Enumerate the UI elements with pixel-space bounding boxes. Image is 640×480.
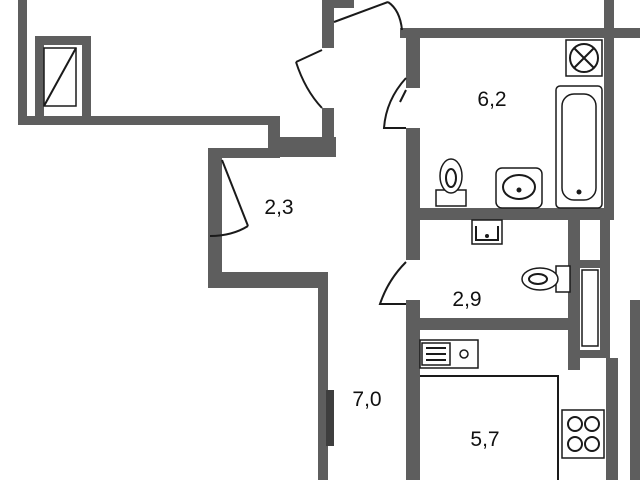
vent-cross-b <box>573 47 595 69</box>
wall-shaft-left-low <box>568 330 580 370</box>
wall-kitchen-left <box>406 330 420 480</box>
door-top-leaf <box>333 1 389 23</box>
burner-1-icon <box>567 416 583 432</box>
wall-corridor-notch <box>326 390 334 446</box>
kitchen-counter <box>420 375 559 480</box>
wall-center-upper <box>322 0 334 48</box>
doors <box>209 1 407 305</box>
wall-bath-top <box>400 28 640 38</box>
area-label-closet: 2,3 <box>264 196 293 219</box>
area-labels: 6,2 2,3 2,9 7,0 5,7 <box>264 88 506 451</box>
bathtub-drain <box>576 189 582 195</box>
shaft <box>581 269 599 347</box>
door-closet-arc <box>209 225 249 237</box>
walls <box>18 0 640 480</box>
wall-closet-top <box>268 137 336 157</box>
wall-left-outer <box>18 0 27 125</box>
door-closet-leaf <box>221 159 249 227</box>
area-label-bathroom: 6,2 <box>477 88 506 111</box>
door-center-arc <box>295 61 323 109</box>
burner-2-icon <box>584 416 600 432</box>
sink-toilet-basin <box>475 226 499 241</box>
wall-toilet-bottom <box>406 318 576 330</box>
area-label-corridor: 7,0 <box>352 388 381 411</box>
bathtub-inner <box>561 93 597 201</box>
wardrobe-diagonal <box>43 47 77 107</box>
wall-top-stub <box>334 0 354 8</box>
wall-niche-right <box>82 36 91 116</box>
burner-3-icon <box>567 436 583 452</box>
door-center-leaf <box>295 49 323 63</box>
wall-outer-right <box>630 300 640 480</box>
burner-4-icon <box>584 436 600 452</box>
kitchen-sink-drain <box>459 349 469 359</box>
door-bath-arc <box>382 77 407 129</box>
wall-closet-top2 <box>208 148 278 158</box>
wall-bath-bottom <box>406 208 610 220</box>
wall-toilet-left <box>406 218 420 260</box>
wall-toilet-right <box>568 218 580 330</box>
wall-shaft-right <box>600 218 610 358</box>
fixtures <box>43 39 605 480</box>
toilet-bowl-wc <box>521 267 559 291</box>
wall-closet-left <box>208 148 222 288</box>
toilet-bowl-bath <box>439 158 463 194</box>
wall-shaft-bottom <box>576 350 610 358</box>
stove <box>561 409 605 459</box>
door-toilet-arc <box>378 261 407 305</box>
vent-fan-icon <box>569 43 599 73</box>
wall-kitchen-right <box>606 358 618 480</box>
wall-top-left-bottom <box>18 116 280 125</box>
wall-center-mid <box>322 108 334 138</box>
area-label-kitchen: 5,7 <box>470 428 499 451</box>
toilet-seat-wc <box>528 273 548 285</box>
wall-top-right-stub <box>604 0 614 30</box>
sink-basin-bath <box>502 174 536 200</box>
wall-bath-left-top <box>406 28 420 88</box>
door-bath-leaf <box>399 89 407 103</box>
wall-niche-top <box>35 36 90 45</box>
sink-drain-bath <box>516 187 522 193</box>
toilet-seat-bath <box>445 168 457 188</box>
wall-closet-bottom <box>208 272 328 288</box>
area-label-toilet: 2,9 <box>452 288 481 311</box>
door-top-arc <box>387 1 403 31</box>
wall-shaft-mid <box>568 260 608 268</box>
wall-niche-left <box>35 36 44 116</box>
wall-bath-left-low <box>406 128 420 218</box>
sink-toilet-drain <box>485 234 489 238</box>
wall-bath-right <box>604 28 614 220</box>
wall-corridor-left <box>318 272 328 480</box>
